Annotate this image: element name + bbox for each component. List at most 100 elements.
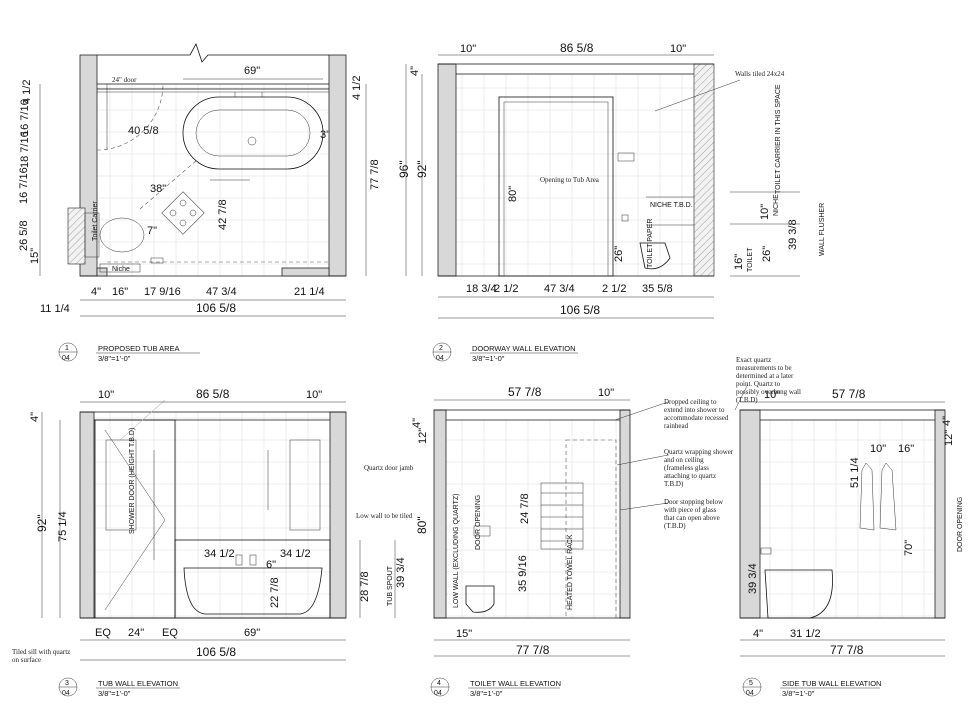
sw-small-top: 4" bbox=[941, 416, 953, 426]
dw-tp: TOILET PAPER bbox=[647, 219, 654, 268]
side-tub-elevation bbox=[734, 383, 946, 657]
dw-dim-top-mid: 86 5/8 bbox=[560, 41, 594, 55]
dw-tp-h: 26" bbox=[613, 246, 625, 262]
caption-4-num: 4 bbox=[437, 680, 441, 687]
caption-5-title: SIDE TUB WALL ELEVATION bbox=[782, 679, 881, 688]
tw-tub-h: 22 7/8 bbox=[269, 577, 281, 608]
dw-r-c: 39 3/8 bbox=[787, 219, 799, 250]
dw-r-b: 26" bbox=[761, 246, 773, 262]
plan-dim-overall: 106 5/8 bbox=[196, 301, 236, 315]
dw-b-b: 2 1/2 bbox=[494, 283, 518, 295]
tl-b15: 15" bbox=[456, 628, 472, 640]
caption-5-num: 5 bbox=[749, 680, 753, 687]
tl-top-right: 10" bbox=[598, 387, 614, 399]
toiletwall-labels: 57 7/8 10" 4" 12" 80" 24 7/8 35 9/16 HEA… bbox=[411, 385, 734, 657]
plan-dim-bottom-b: 16" bbox=[112, 286, 128, 298]
plan-dim-bottom-left: 11 1/4 bbox=[40, 303, 70, 315]
dw-carrier: TOILET CARRIER IN THIS SPACE bbox=[775, 84, 782, 194]
toilet-wall-elevation bbox=[433, 399, 669, 657]
view-captions: 1 04 PROPOSED TUB AREA 3/8"=1'-0" 2 04 D… bbox=[62, 344, 881, 698]
dw-dim-96: 96" bbox=[397, 160, 411, 178]
tw-spout-label: TUB SPOUT bbox=[387, 565, 394, 606]
plan-dim-left-b: 16 7/16 bbox=[19, 99, 31, 136]
tw-low-wall-h: 39 3/4 bbox=[395, 557, 407, 588]
plan-door-note: 24" door bbox=[112, 76, 137, 84]
plan-niche: Niche bbox=[112, 266, 130, 273]
dw-dim-80: 80" bbox=[507, 186, 519, 202]
plan-dim-3: 3" bbox=[320, 129, 330, 141]
caption-markers bbox=[58, 342, 880, 697]
caption-4-scale: 3/8"=1'-0" bbox=[470, 689, 503, 698]
plan-dim-left-d: 16 7/16 bbox=[18, 167, 30, 204]
sw-h51: 51 1/4 bbox=[849, 457, 861, 488]
sw-h70: 70" bbox=[903, 540, 915, 556]
plan-dim-bottom-d: 47 3/4 bbox=[206, 286, 237, 298]
plan-dim-7: 7" bbox=[147, 225, 157, 237]
caption-1-scale: 3/8"=1'-0" bbox=[98, 354, 131, 363]
tl-top: 57 7/8 bbox=[508, 385, 542, 399]
tl-small-top: 4" bbox=[411, 418, 423, 428]
tw-quartz-note: Quartz door jamb bbox=[364, 464, 414, 472]
tw-eq1: EQ bbox=[95, 627, 111, 639]
plan-labels: 24" door 69" 40 5/8 3" 38" 7" 42 7/8 77 … bbox=[18, 65, 381, 315]
caption-4-sheet: 04 bbox=[434, 690, 442, 697]
dw-opening-note: Opening to Tub Area bbox=[540, 176, 600, 184]
dw-walls-note: Walls tiled 24x24 bbox=[735, 70, 785, 78]
tl-door-label: DOOR OPENING bbox=[475, 495, 482, 550]
tl-rack-label: HEATED TOWEL RACK bbox=[567, 534, 574, 610]
tw-b24: 24" bbox=[128, 627, 144, 639]
caption-2-num: 2 bbox=[439, 345, 443, 352]
sw-12: 12" bbox=[943, 430, 955, 446]
plan-dim-left-c: 18 7/16 bbox=[19, 131, 31, 168]
tw-eq2: EQ bbox=[162, 627, 178, 639]
sw-overall: 77 7/8 bbox=[830, 643, 864, 657]
tw-top-left: 10" bbox=[98, 389, 114, 401]
tubwall-labels: 10" 86 5/8 10" 4" 92" 75 1/4 SHOWER DOOR… bbox=[12, 387, 460, 664]
caption-2-title: DOORWAY WALL ELEVATION bbox=[472, 344, 576, 353]
tw-spout-b: 34 1/2 bbox=[280, 548, 311, 560]
dw-b-d: 2 1/2 bbox=[602, 283, 626, 295]
caption-3-scale: 3/8"=1'-0" bbox=[98, 689, 131, 698]
plan-dim-left-e: 26 5/8 bbox=[18, 220, 30, 251]
tub-wall-elevation bbox=[41, 399, 396, 661]
doorway-labels: 10" 86 5/8 10" 4" 96" 92" 80" Opening to… bbox=[397, 41, 826, 317]
tw-low-wall-label: LOW WALL (EXCLUDING QUARTZ) bbox=[453, 494, 460, 608]
caption-5-sheet: 04 bbox=[746, 690, 754, 697]
plan-dim-bottom-e: 21 1/4 bbox=[294, 286, 325, 298]
tw-92: 92" bbox=[35, 514, 49, 532]
plan-dim-69: 69" bbox=[244, 65, 260, 77]
plan-toilet-carrier: Toilet Carrier bbox=[92, 201, 99, 241]
plan-dim-left-a: 4 1/2 bbox=[21, 80, 33, 104]
dw-r-d: 16" bbox=[733, 254, 745, 270]
tw-top-right: 10" bbox=[306, 389, 322, 401]
caption-1-title: PROPOSED TUB AREA bbox=[98, 344, 180, 353]
plan-dim-tub-arc: 40 5/8 bbox=[128, 125, 159, 137]
caption-3-num: 3 bbox=[65, 680, 69, 687]
caption-1-num: 1 bbox=[65, 345, 69, 352]
plan-dim-38: 38" bbox=[150, 183, 166, 195]
plan-dim-right-top: 4 1/2 bbox=[351, 76, 363, 100]
tw-six: 6" bbox=[266, 559, 276, 571]
tw-top-mid: 86 5/8 bbox=[196, 387, 230, 401]
tw-overall: 106 5/8 bbox=[196, 645, 236, 659]
dw-r-toilet: TOILET bbox=[747, 247, 754, 272]
plan-right-wall bbox=[328, 54, 347, 277]
plan-dim-bottom-a: 4" bbox=[91, 286, 101, 298]
dw-dim-top-right: 10" bbox=[670, 43, 686, 55]
tw-low-wall-note: Low wall to be tiled bbox=[356, 512, 413, 520]
dw-r-niche: NICHE bbox=[773, 194, 780, 216]
dw-r-flush: WALL FLUSHER bbox=[819, 203, 826, 256]
tl-12: 12" bbox=[417, 428, 429, 444]
caption-2-scale: 3/8"=1'-0" bbox=[472, 354, 505, 363]
sw-h39: 39 3/4 bbox=[747, 563, 759, 594]
sw-door-label: DOOR OPENING bbox=[957, 497, 964, 552]
caption-3-title: TUB WALL ELEVATION bbox=[98, 679, 178, 688]
dw-dim-small-top: 4" bbox=[409, 66, 421, 76]
plan-view bbox=[39, 43, 367, 317]
sw-top: 57 7/8 bbox=[832, 387, 866, 401]
sw-towel-a: 10" bbox=[870, 443, 886, 455]
